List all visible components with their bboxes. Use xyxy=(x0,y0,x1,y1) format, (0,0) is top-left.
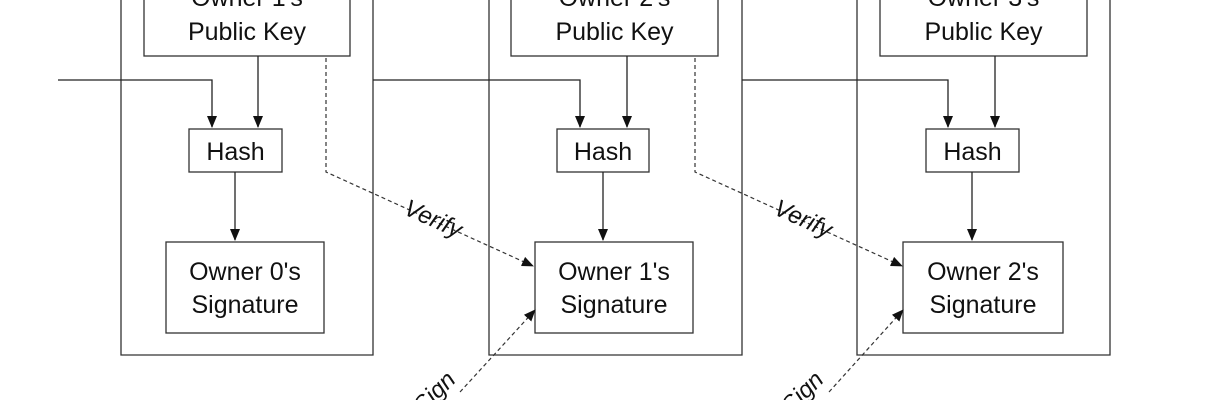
transaction-1-signature-line1: Owner 0's xyxy=(189,258,301,286)
transaction-1-signature-box: Owner 0's Signature xyxy=(165,241,325,334)
sign-label-1: Sign xyxy=(408,366,461,400)
sign-label-2: Sign xyxy=(776,366,829,400)
verify-arrow-1 xyxy=(325,58,534,267)
transaction-1-signature-line2: Signature xyxy=(191,291,298,319)
transaction-1: Owner 1's Public Key Hash Owner 0's Sign… xyxy=(58,0,374,356)
transaction-2-signature-line1: Owner 1's xyxy=(558,258,670,286)
transaction-3-input-arrow xyxy=(742,79,953,128)
transaction-3: Owner 3's Public Key Hash Owner 2's Sign… xyxy=(742,0,1111,356)
verify-label-1: Verify xyxy=(400,195,468,245)
transaction-3-public-key-box: Owner 3's Public Key xyxy=(879,0,1088,57)
transaction-3-public-key-line1: Owner 3's xyxy=(928,0,1040,12)
transaction-1-public-key-line2: Public Key xyxy=(188,18,307,46)
transaction-3-signature-line1: Owner 2's xyxy=(927,258,1039,286)
verify-link-1: Verify xyxy=(325,58,534,267)
transaction-2-public-key-line1: Owner 2's xyxy=(559,0,671,12)
transaction-2-public-key-line2: Public Key xyxy=(555,18,674,46)
verify-label-2: Verify xyxy=(770,195,838,245)
transaction-1-hash-label: Hash xyxy=(206,138,264,166)
transaction-2-hash-label: Hash xyxy=(574,138,632,166)
transaction-3-public-key-line2: Public Key xyxy=(924,18,1043,46)
transaction-2-public-key-box: Owner 2's Public Key xyxy=(510,0,719,57)
transaction-1-hash-box: Hash xyxy=(188,128,283,173)
sign-arrow-1 xyxy=(459,309,536,393)
transaction-3-signature-box: Owner 2's Signature xyxy=(902,241,1064,334)
transaction-1-input-arrow xyxy=(58,79,217,128)
verify-link-2: Verify xyxy=(694,58,903,267)
transaction-2-frame xyxy=(488,0,743,356)
transaction-1-public-key-line1: Owner 1's xyxy=(191,0,303,12)
transaction-2-hash-box: Hash xyxy=(556,128,650,173)
transaction-2-input-arrow xyxy=(373,79,585,128)
transaction-1-frame xyxy=(120,0,374,356)
transaction-2-signature-box: Owner 1's Signature xyxy=(534,241,694,334)
verify-arrow-2 xyxy=(694,58,903,267)
transaction-3-hash-box: Hash xyxy=(925,128,1020,173)
transaction-2-signature-line2: Signature xyxy=(560,291,667,319)
transaction-3-frame xyxy=(856,0,1111,356)
transaction-3-hash-label: Hash xyxy=(943,138,1001,166)
sign-arrow-2 xyxy=(828,309,904,393)
transaction-3-signature-line2: Signature xyxy=(929,291,1036,319)
transaction-2: Owner 2's Public Key Hash Owner 1's Sign… xyxy=(373,0,743,356)
transaction-1-public-key-box: Owner 1's Public Key xyxy=(143,0,351,57)
